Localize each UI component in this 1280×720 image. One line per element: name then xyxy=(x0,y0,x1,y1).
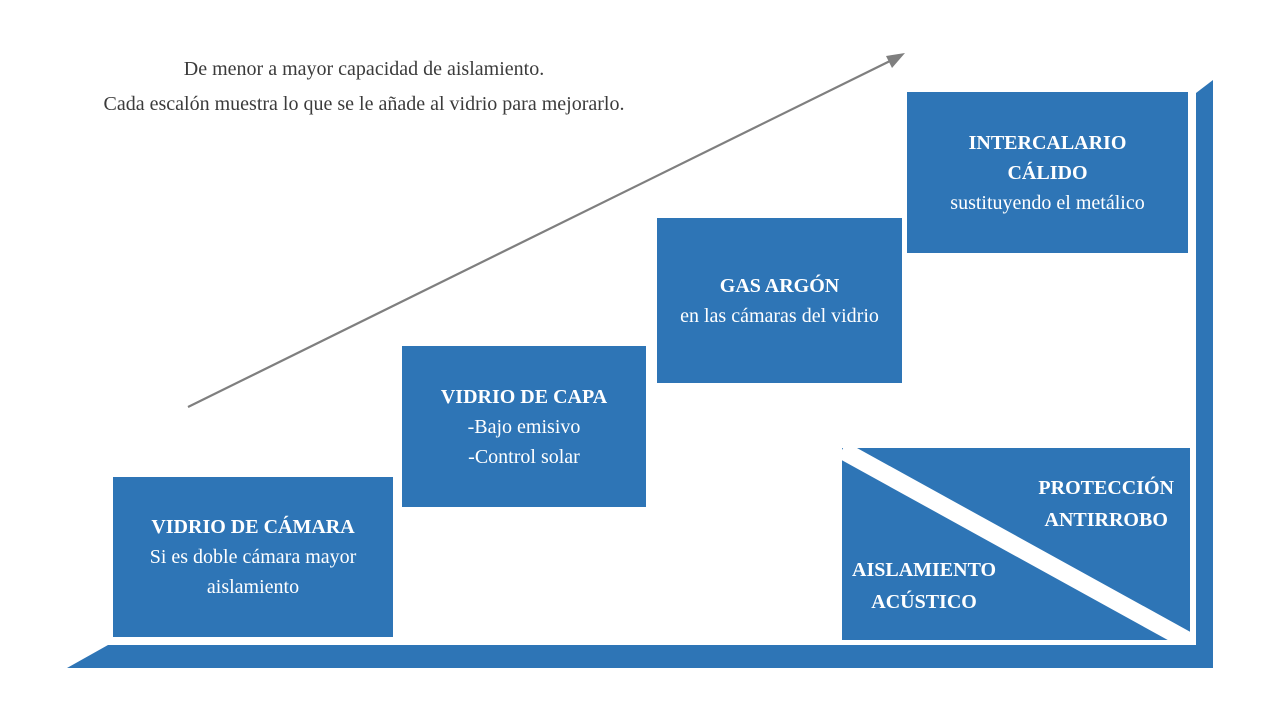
step-title: VIDRIO DE CAPA xyxy=(440,385,608,408)
step-title: VIDRIO DE CÁMARA xyxy=(151,516,355,538)
split-line: PROTECCIÓN xyxy=(1038,477,1174,499)
step-title: CÁLIDO xyxy=(1007,161,1088,184)
step-body-line: sustituyendo el metálico xyxy=(950,191,1145,214)
step-title: INTERCALARIO xyxy=(968,131,1127,154)
aislamiento-acustico-label: AISLAMIENTO ACÚSTICO xyxy=(852,554,996,618)
step-box-intercalario-calido: INTERCALARIO CÁLIDO sustituyendo el metá… xyxy=(907,92,1188,253)
step-body-line: Si es doble cámara mayor xyxy=(149,546,357,568)
step-body-line: -Control solar xyxy=(468,445,580,468)
arrow-head-icon xyxy=(886,53,905,68)
stair-right-bar xyxy=(1196,80,1213,668)
step-title: GAS ARGÓN xyxy=(719,274,840,297)
step-body-line: aislamiento xyxy=(206,576,300,598)
caption-line-1: De menor a mayor capacidad de aislamient… xyxy=(183,58,545,80)
split-line: ACÚSTICO xyxy=(871,591,977,613)
diagonal-divider xyxy=(842,448,1190,640)
step-body-line: en las cámaras del vidrio xyxy=(680,304,879,327)
caption: De menor a mayor capacidad de aislamient… xyxy=(80,52,648,122)
caption-line-2: Cada escalón muestra lo que se le añade … xyxy=(103,93,625,115)
step-box-gas-argon: GAS ARGÓN en las cámaras del vidrio xyxy=(657,218,902,383)
split-box-aislamiento-proteccion: PROTECCIÓN ANTIRROBO AISLAMIENTO ACÚSTIC… xyxy=(842,448,1190,640)
stair-base-bar xyxy=(67,645,1213,668)
split-line: ANTIRROBO xyxy=(1044,509,1168,531)
split-line: AISLAMIENTO xyxy=(852,559,997,581)
proteccion-antirrobo-label: PROTECCIÓN ANTIRROBO xyxy=(1038,472,1174,536)
step-box-vidrio-de-capa: VIDRIO DE CAPA -Bajo emisivo -Control so… xyxy=(402,346,646,507)
step-box-vidrio-de-camara: VIDRIO DE CÁMARA Si es doble cámara mayo… xyxy=(113,477,393,637)
trend-arrow xyxy=(187,53,905,408)
step-body-line: -Bajo emisivo xyxy=(467,415,581,438)
